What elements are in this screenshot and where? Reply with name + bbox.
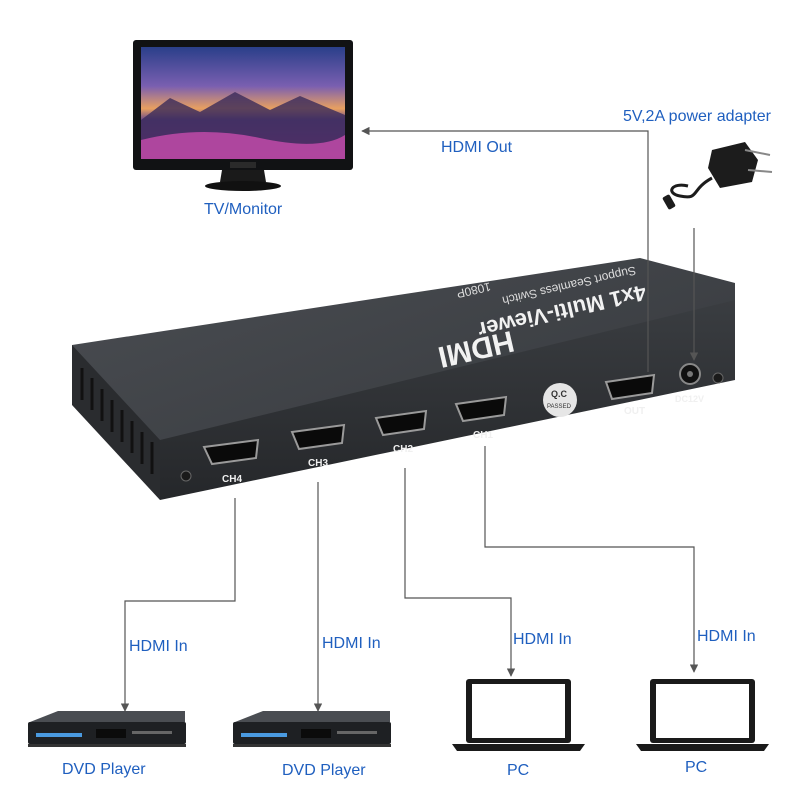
pc-label-2: PC (685, 759, 708, 776)
power-adapter-icon (662, 142, 773, 210)
svg-text:Q.C: Q.C (551, 389, 568, 399)
port-ch2: CH2 (374, 409, 428, 455)
port-ch4: CH4 (202, 438, 260, 485)
svg-text:OUT: OUT (624, 406, 645, 417)
dvd-player-icon (28, 711, 186, 747)
svg-text:CH4: CH4 (222, 474, 242, 485)
monitor-label: TV/Monitor (204, 201, 283, 218)
hdmi-in-label-2: HDMI In (322, 635, 381, 652)
port-ch1: CH1 (454, 395, 508, 441)
line-ch1 (484, 446, 699, 673)
screw-icon (180, 470, 192, 482)
line-ch4 (120, 498, 236, 712)
connection-lines (120, 126, 699, 712)
power-adapter-label: 5V,2A power adapter (623, 108, 771, 125)
multi-viewer-device: HDMI 4x1 Multi-Viewer Support Seamless S… (72, 258, 735, 500)
hdmi-out-label: HDMI Out (441, 139, 513, 156)
svg-text:CH2: CH2 (393, 444, 413, 455)
qc-sticker: Q.C PASSED (543, 383, 577, 417)
svg-text:CH3: CH3 (308, 458, 328, 469)
monitor-icon (133, 40, 353, 191)
dvd-player-icon (233, 711, 391, 747)
screw-icon (712, 372, 724, 384)
port-out: OUT (604, 373, 656, 417)
dvd-player-label-1: DVD Player (62, 761, 146, 778)
svg-text:PASSED: PASSED (547, 404, 572, 410)
line-hdmi-out (361, 126, 649, 372)
laptop-icon (636, 679, 769, 751)
hdmi-in-label-1: HDMI In (129, 638, 188, 655)
pc-label-1: PC (507, 762, 530, 779)
laptop-icon (452, 679, 585, 751)
vent-slots (80, 368, 154, 474)
hdmi-in-label-4: HDMI In (697, 628, 756, 645)
port-ch3: CH3 (290, 423, 346, 469)
hdmi-in-label-3: HDMI In (513, 631, 572, 648)
dvd-player-label-2: DVD Player (282, 762, 366, 779)
port-dc12v: DC12V (675, 363, 704, 404)
svg-text:CH1: CH1 (473, 430, 493, 441)
line-ch2 (404, 468, 516, 677)
svg-text:DC12V: DC12V (675, 394, 704, 404)
